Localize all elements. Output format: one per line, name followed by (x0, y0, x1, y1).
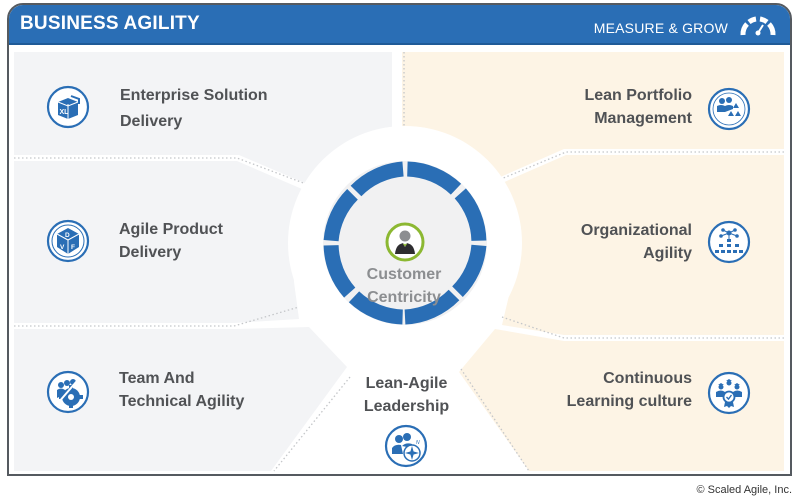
label-agile-product-delivery: Agile Product Delivery (119, 221, 224, 261)
svg-text:XL: XL (60, 109, 70, 116)
leader-compass-icon: N (384, 424, 428, 468)
xl-box-icon: XL (46, 85, 90, 129)
customer-person-icon (384, 221, 426, 263)
gauge-icon (738, 13, 778, 42)
header-subtitle: MEASURE & GROW (593, 19, 728, 36)
svg-text:V: V (60, 244, 65, 251)
svg-text:F: F (71, 244, 75, 251)
page-title: BUSINESS AGILITY (20, 13, 200, 34)
center-label: Customer Centricity (366, 266, 442, 306)
business-agility-frame: BUSINESS AGILITY MEASURE & GROW (7, 3, 792, 476)
label-lean-agile-leadership: Lean-Agile Leadership (363, 375, 450, 415)
label-continuous-learning-culture: Continuous Learning culture (566, 370, 692, 410)
label-organizational-agility: Organizational Agility (580, 222, 692, 262)
svg-text:D: D (65, 232, 70, 239)
header-right: MEASURE & GROW (594, 13, 778, 42)
header-bar: BUSINESS AGILITY MEASURE & GROW (9, 5, 790, 45)
team-gear-icon (46, 370, 90, 414)
label-enterprise-solution-delivery: Enterprise Solution Delivery (120, 87, 268, 130)
dvf-cube-icon: D V F (46, 219, 90, 263)
label-lean-portfolio-management: Lean Portfolio Management (584, 87, 692, 127)
diagram-background (14, 52, 784, 472)
copyright-text: © Scaled Agile, Inc. (696, 484, 792, 496)
svg-text:N: N (416, 440, 420, 446)
diagram-canvas: Customer Centricity XL Enterprise Soluti… (9, 47, 790, 474)
label-team-technical-agility: Team And Technical Agility (119, 370, 245, 410)
org-network-icon (707, 220, 751, 264)
graduates-badge-icon (707, 371, 751, 415)
portfolio-people-icon (707, 87, 751, 131)
